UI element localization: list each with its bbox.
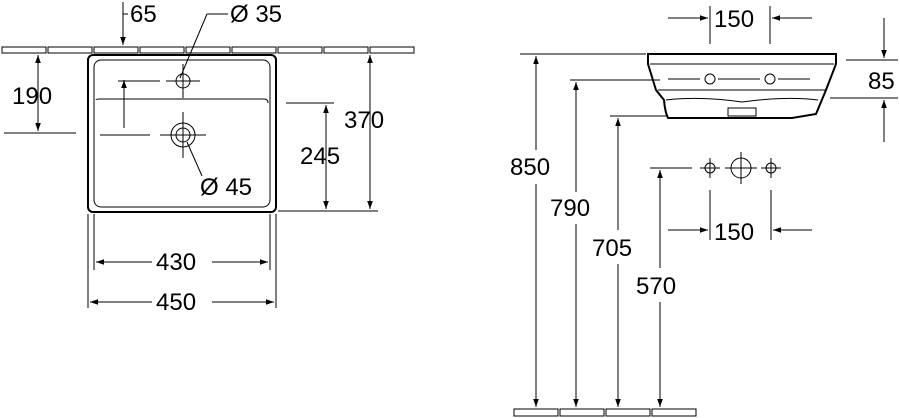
wall-strip-top: [1, 46, 415, 54]
dim-width-lines: [87, 214, 277, 308]
basin-profile-side: [647, 53, 837, 119]
dim-supply-spacing-label: 150: [714, 219, 754, 246]
tap-hole-leader: [179, 13, 228, 79]
dim-tap-height-line: [4, 55, 127, 134]
side-view: 150 85 150: [510, 6, 898, 417]
dim-height-lines: [520, 53, 666, 407]
dim-inner-width-label: 430: [156, 249, 196, 276]
dim-basin-height-label: 85: [868, 68, 895, 95]
dim-tap-hole-label: Ø 35: [230, 1, 282, 28]
dim-fixing-top-label: 150: [714, 6, 754, 33]
dim-total-depth-line: [278, 55, 378, 212]
dim-bowl-depth-label: 245: [300, 143, 340, 170]
dim-waste-height-label: 705: [592, 235, 632, 262]
fixing-holes-basin: [668, 73, 810, 85]
dim-supply-height-label: 570: [636, 273, 676, 300]
dim-tap-offset-label: 65: [130, 1, 157, 28]
floor-strip: [513, 408, 697, 417]
dim-waste-label: Ø 45: [200, 174, 252, 201]
waste-hole: [100, 112, 206, 158]
dim-total-depth-label: 370: [344, 107, 384, 134]
dim-rim-height-label: 850: [510, 154, 550, 181]
dim-supply-spacing-line: [668, 190, 812, 240]
dim-fixing-top-line: [668, 6, 812, 44]
basin-outline-top: [87, 54, 277, 213]
dim-tap-height-label: 190: [12, 83, 52, 110]
dim-bowl-depth-line: [286, 102, 334, 209]
dim-tap-offset-line: [120, 2, 128, 45]
dim-bowl-bottom-label: 790: [550, 195, 590, 222]
tap-hole: [118, 64, 200, 98]
waste-hole-leader: [186, 141, 203, 177]
top-view: Ø 35 65 190 370 245 Ø 45: [1, 1, 415, 316]
supply-connections: [650, 152, 781, 184]
dim-outer-width-label: 450: [156, 289, 196, 316]
dim-basin-height-line: [830, 18, 898, 142]
